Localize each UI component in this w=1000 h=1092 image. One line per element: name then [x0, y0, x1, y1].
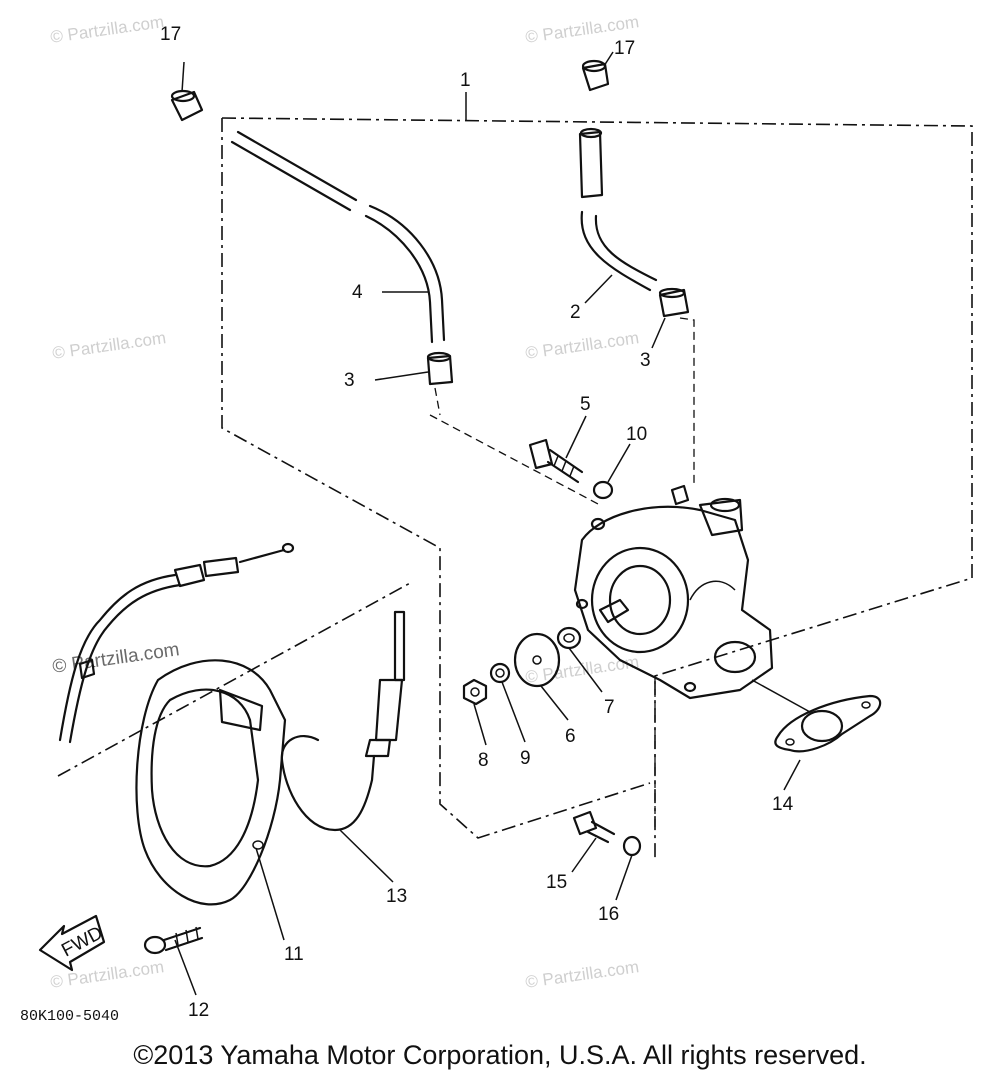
part-15-bolt [572, 810, 616, 844]
fwd-arrow: FWD [38, 914, 106, 972]
part-13-sensor-cable [280, 610, 406, 832]
callout-6: 6 [565, 726, 576, 747]
callout-3-left: 3 [344, 370, 355, 391]
copyright-notice: ©2013 Yamaha Motor Corporation, U.S.A. A… [133, 1040, 867, 1070]
callout-10: 10 [626, 424, 647, 445]
part-14-gasket [774, 694, 882, 753]
callout-5: 5 [580, 394, 591, 415]
part-11-cover [135, 659, 287, 906]
part-2-hose [578, 127, 658, 292]
callout-15: 15 [546, 872, 567, 893]
part-16-washer [622, 835, 642, 857]
leader-lines [174, 51, 811, 996]
diagram-code: 80K100-5040 [20, 1008, 120, 1025]
part-5-bolt [528, 438, 584, 484]
callout-12: 12 [188, 1000, 209, 1021]
callout-14: 14 [772, 794, 794, 815]
callout-13: 13 [386, 886, 407, 907]
part-17-grommet-left [170, 89, 204, 122]
part-3-clamp-right [658, 287, 690, 318]
callout-17-right: 17 [614, 38, 635, 59]
part-12-bolt [143, 926, 204, 955]
callout-8: 8 [478, 750, 489, 771]
callout-2: 2 [570, 302, 581, 323]
callout-4: 4 [352, 282, 363, 303]
callout-7: 7 [604, 697, 615, 718]
callout-3-right: 3 [640, 350, 651, 371]
callout-17-left: 17 [160, 24, 181, 45]
assembly-boundary [57, 117, 973, 860]
part-7-washer [556, 626, 582, 650]
callout-1: 1 [460, 70, 471, 91]
part-6-disc [513, 632, 561, 688]
callout-9: 9 [520, 748, 531, 769]
oil-pump-body [573, 484, 774, 700]
callout-11: 11 [284, 944, 304, 965]
callout-labels: 1 2 3 3 4 5 6 7 8 9 10 11 12 13 14 15 16… [160, 24, 794, 1021]
part-8-nut [462, 678, 488, 706]
part-3-clamp-left [426, 351, 454, 386]
callout-16: 16 [598, 904, 619, 925]
part-4-hose [230, 130, 446, 344]
part-17-grommet-right [581, 59, 610, 92]
part-9-lock-washer [489, 662, 511, 684]
part-10-washer [592, 480, 614, 500]
oil-pump-cable [58, 542, 295, 744]
exploded-parts-diagram: FWD 1 2 3 3 4 5 6 7 8 9 10 11 [38, 24, 973, 1021]
